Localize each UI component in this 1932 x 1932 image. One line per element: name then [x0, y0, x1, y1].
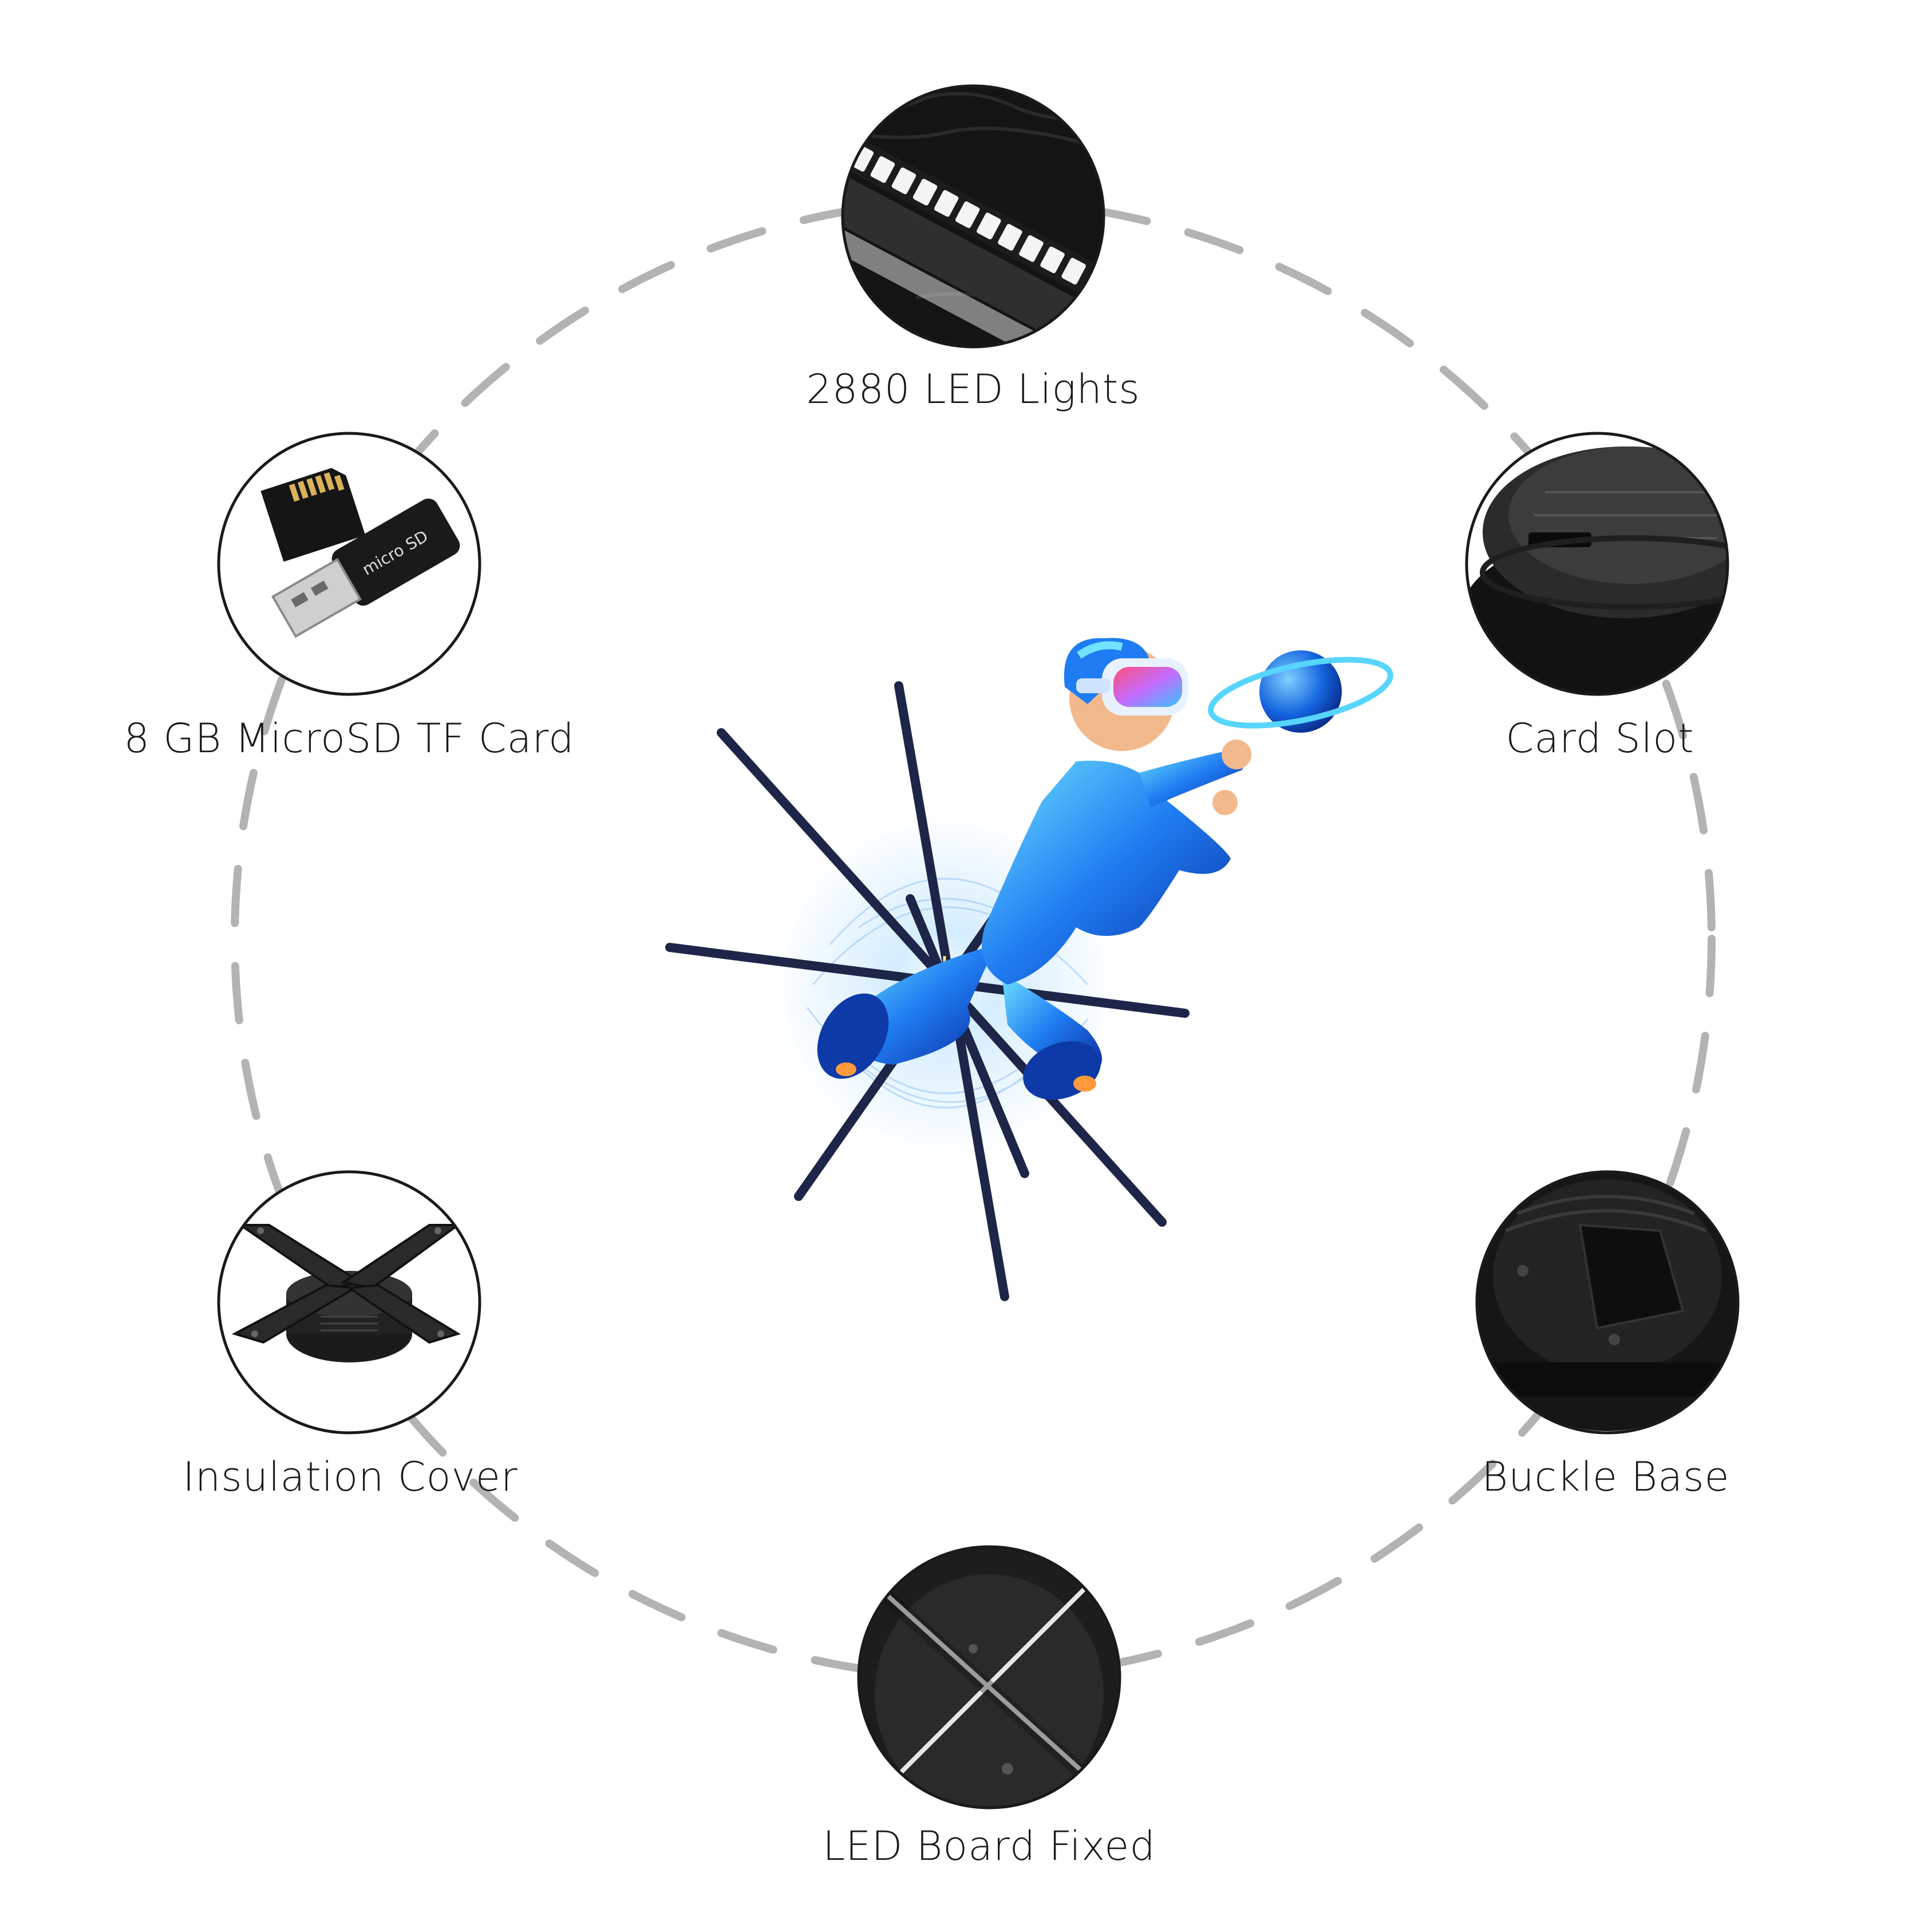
dashed-ring	[231, 196, 1716, 1681]
label-led-board: LED Board Fixed	[823, 1823, 1156, 1870]
badge-led-lights	[841, 84, 1105, 349]
label-buckle-base: Buckle Base	[1481, 1453, 1730, 1500]
led-board-icon	[859, 1547, 1120, 1808]
label-led-lights: 2880 LED Lights	[806, 366, 1140, 413]
microsd-card-icon: micro SD	[260, 468, 460, 638]
planet-icon	[1208, 650, 1393, 733]
label-insulation-cover: Insulation Cover	[183, 1453, 518, 1500]
card-slot-icon	[1467, 447, 1728, 694]
buckle-base-icon	[1477, 1172, 1738, 1431]
insulation-cover-icon	[231, 1224, 462, 1362]
badge-buckle-base	[1475, 1170, 1740, 1435]
label-card-slot: Card Slot	[1506, 715, 1694, 762]
badge-insulation-cover	[217, 1170, 481, 1435]
badge-card-slot	[1465, 432, 1729, 696]
vr-boy-hologram	[817, 638, 1393, 1100]
badge-microsd: micro SD	[217, 432, 481, 696]
badge-led-board	[857, 1545, 1121, 1809]
label-microsd: 8 GB MicroSD TF Card	[124, 715, 575, 762]
led-strip-icon	[843, 132, 1104, 347]
